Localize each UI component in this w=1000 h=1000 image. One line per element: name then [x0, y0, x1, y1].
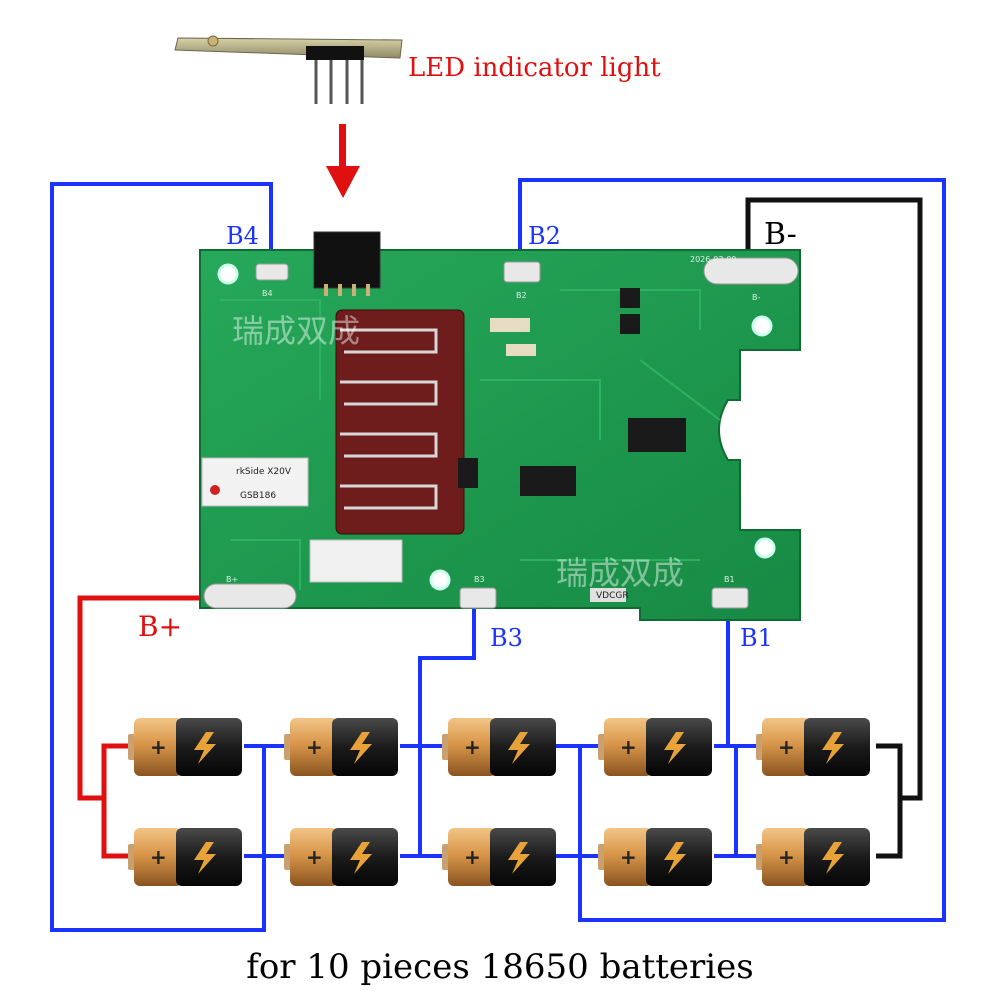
board-model-sub: rkSide X20V	[236, 467, 292, 477]
plus-icon: +	[778, 845, 795, 869]
battery-cell: +	[756, 828, 870, 886]
silk-b1: B1	[724, 575, 735, 584]
label-b3: B3	[490, 624, 523, 652]
lightning-icon	[194, 732, 216, 764]
battery-cell: +	[284, 718, 398, 776]
lightning-icon	[194, 842, 216, 874]
date-code: 2026-03-09	[690, 255, 737, 264]
plus-icon: +	[306, 735, 323, 759]
silk-bminus: B-	[752, 293, 760, 302]
silk-b4: B4	[262, 289, 273, 298]
lightning-icon	[508, 842, 530, 874]
plus-icon: +	[464, 735, 481, 759]
plus-icon: +	[306, 845, 323, 869]
lightning-icon	[664, 842, 686, 874]
plus-icon: +	[464, 845, 481, 869]
plus-icon: +	[778, 735, 795, 759]
watermark-top: 瑞成双成	[232, 312, 360, 350]
wire-b2	[518, 178, 946, 922]
battery-cell: +	[442, 718, 556, 776]
battery-cell: +	[128, 828, 242, 886]
silk-b2: B2	[516, 291, 527, 300]
battery-cell: +	[284, 828, 398, 886]
plus-icon: +	[620, 735, 637, 759]
arrow-down-icon	[326, 124, 360, 198]
lightning-icon	[664, 732, 686, 764]
wiring	[50, 178, 946, 932]
battery-cell: +	[756, 718, 870, 776]
wire-b-plus	[77, 595, 212, 801]
ic-label: VDCGR	[596, 591, 629, 601]
wire-b3	[418, 600, 476, 746]
lightning-icon	[350, 732, 372, 764]
lightning-icon	[822, 732, 844, 764]
led-indicator-label: LED indicator light	[408, 53, 661, 83]
silk-b3: B3	[474, 575, 485, 584]
lightning-icon	[350, 842, 372, 874]
label-b4: B4	[226, 222, 259, 250]
battery-pack: + + + + + + + + + +	[128, 718, 870, 886]
battery-cell: +	[598, 828, 712, 886]
plus-icon: +	[620, 845, 637, 869]
label-b-plus: B+	[138, 610, 182, 643]
plus-icon: +	[150, 735, 167, 759]
wire-b-minus	[745, 197, 923, 801]
wire-b4	[50, 182, 273, 932]
label-b2: B2	[528, 222, 561, 250]
lightning-icon	[822, 842, 844, 874]
label-b-minus: B-	[764, 217, 797, 252]
wire-b-plus-tail	[101, 743, 128, 859]
plus-icon: +	[150, 845, 167, 869]
lightning-icon	[508, 732, 530, 764]
battery-cell: +	[598, 718, 712, 776]
label-b1: B1	[740, 624, 773, 652]
silk-bplus: B+	[226, 575, 238, 584]
wire-b-minus-tail	[876, 743, 903, 859]
led-indicator-board	[174, 35, 403, 104]
caption: for 10 pieces 18650 batteries	[246, 947, 754, 987]
battery-cell: +	[442, 828, 556, 886]
battery-cell: +	[128, 718, 242, 776]
bms-pcb: VDCGR rkSide X20V GSB186 B4 B2 B- B+ B3 …	[199, 231, 801, 621]
watermark-bottom: 瑞成双成	[556, 554, 684, 592]
board-model: GSB186	[240, 491, 276, 501]
